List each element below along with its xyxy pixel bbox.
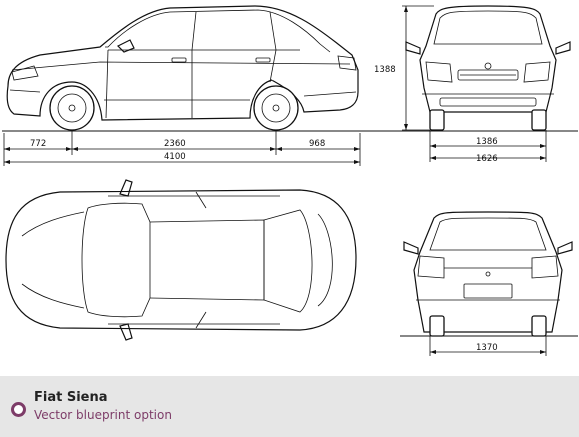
rear-track-label: 1370 [476, 343, 498, 353]
rear-overhang-label: 968 [309, 139, 325, 149]
blueprint-drawing: 772 2360 968 4100 1388 [2, 5, 578, 356]
caption-subtitle: Vector blueprint option [34, 408, 172, 422]
caption-bar [0, 376, 579, 437]
overall-width-label: 1626 [476, 154, 498, 164]
height-dimension: 1388 [374, 5, 434, 131]
rear-view [400, 211, 578, 337]
circle-bullet-icon [11, 402, 26, 417]
front-view [405, 5, 571, 131]
width-dimensions: 1386 1626 [429, 130, 547, 164]
top-view [5, 179, 357, 341]
side-view [6, 5, 359, 131]
height-label: 1388 [374, 65, 396, 75]
front-overhang-label: 772 [30, 139, 46, 149]
wheelbase-label: 2360 [164, 139, 186, 149]
caption-title: Fiat Siena [34, 390, 108, 405]
length-dimensions: 772 2360 968 4100 [3, 130, 361, 166]
front-track-label: 1386 [476, 137, 498, 147]
overall-length-label: 4100 [164, 152, 186, 162]
rear-track-dimension: 1370 [429, 336, 547, 356]
